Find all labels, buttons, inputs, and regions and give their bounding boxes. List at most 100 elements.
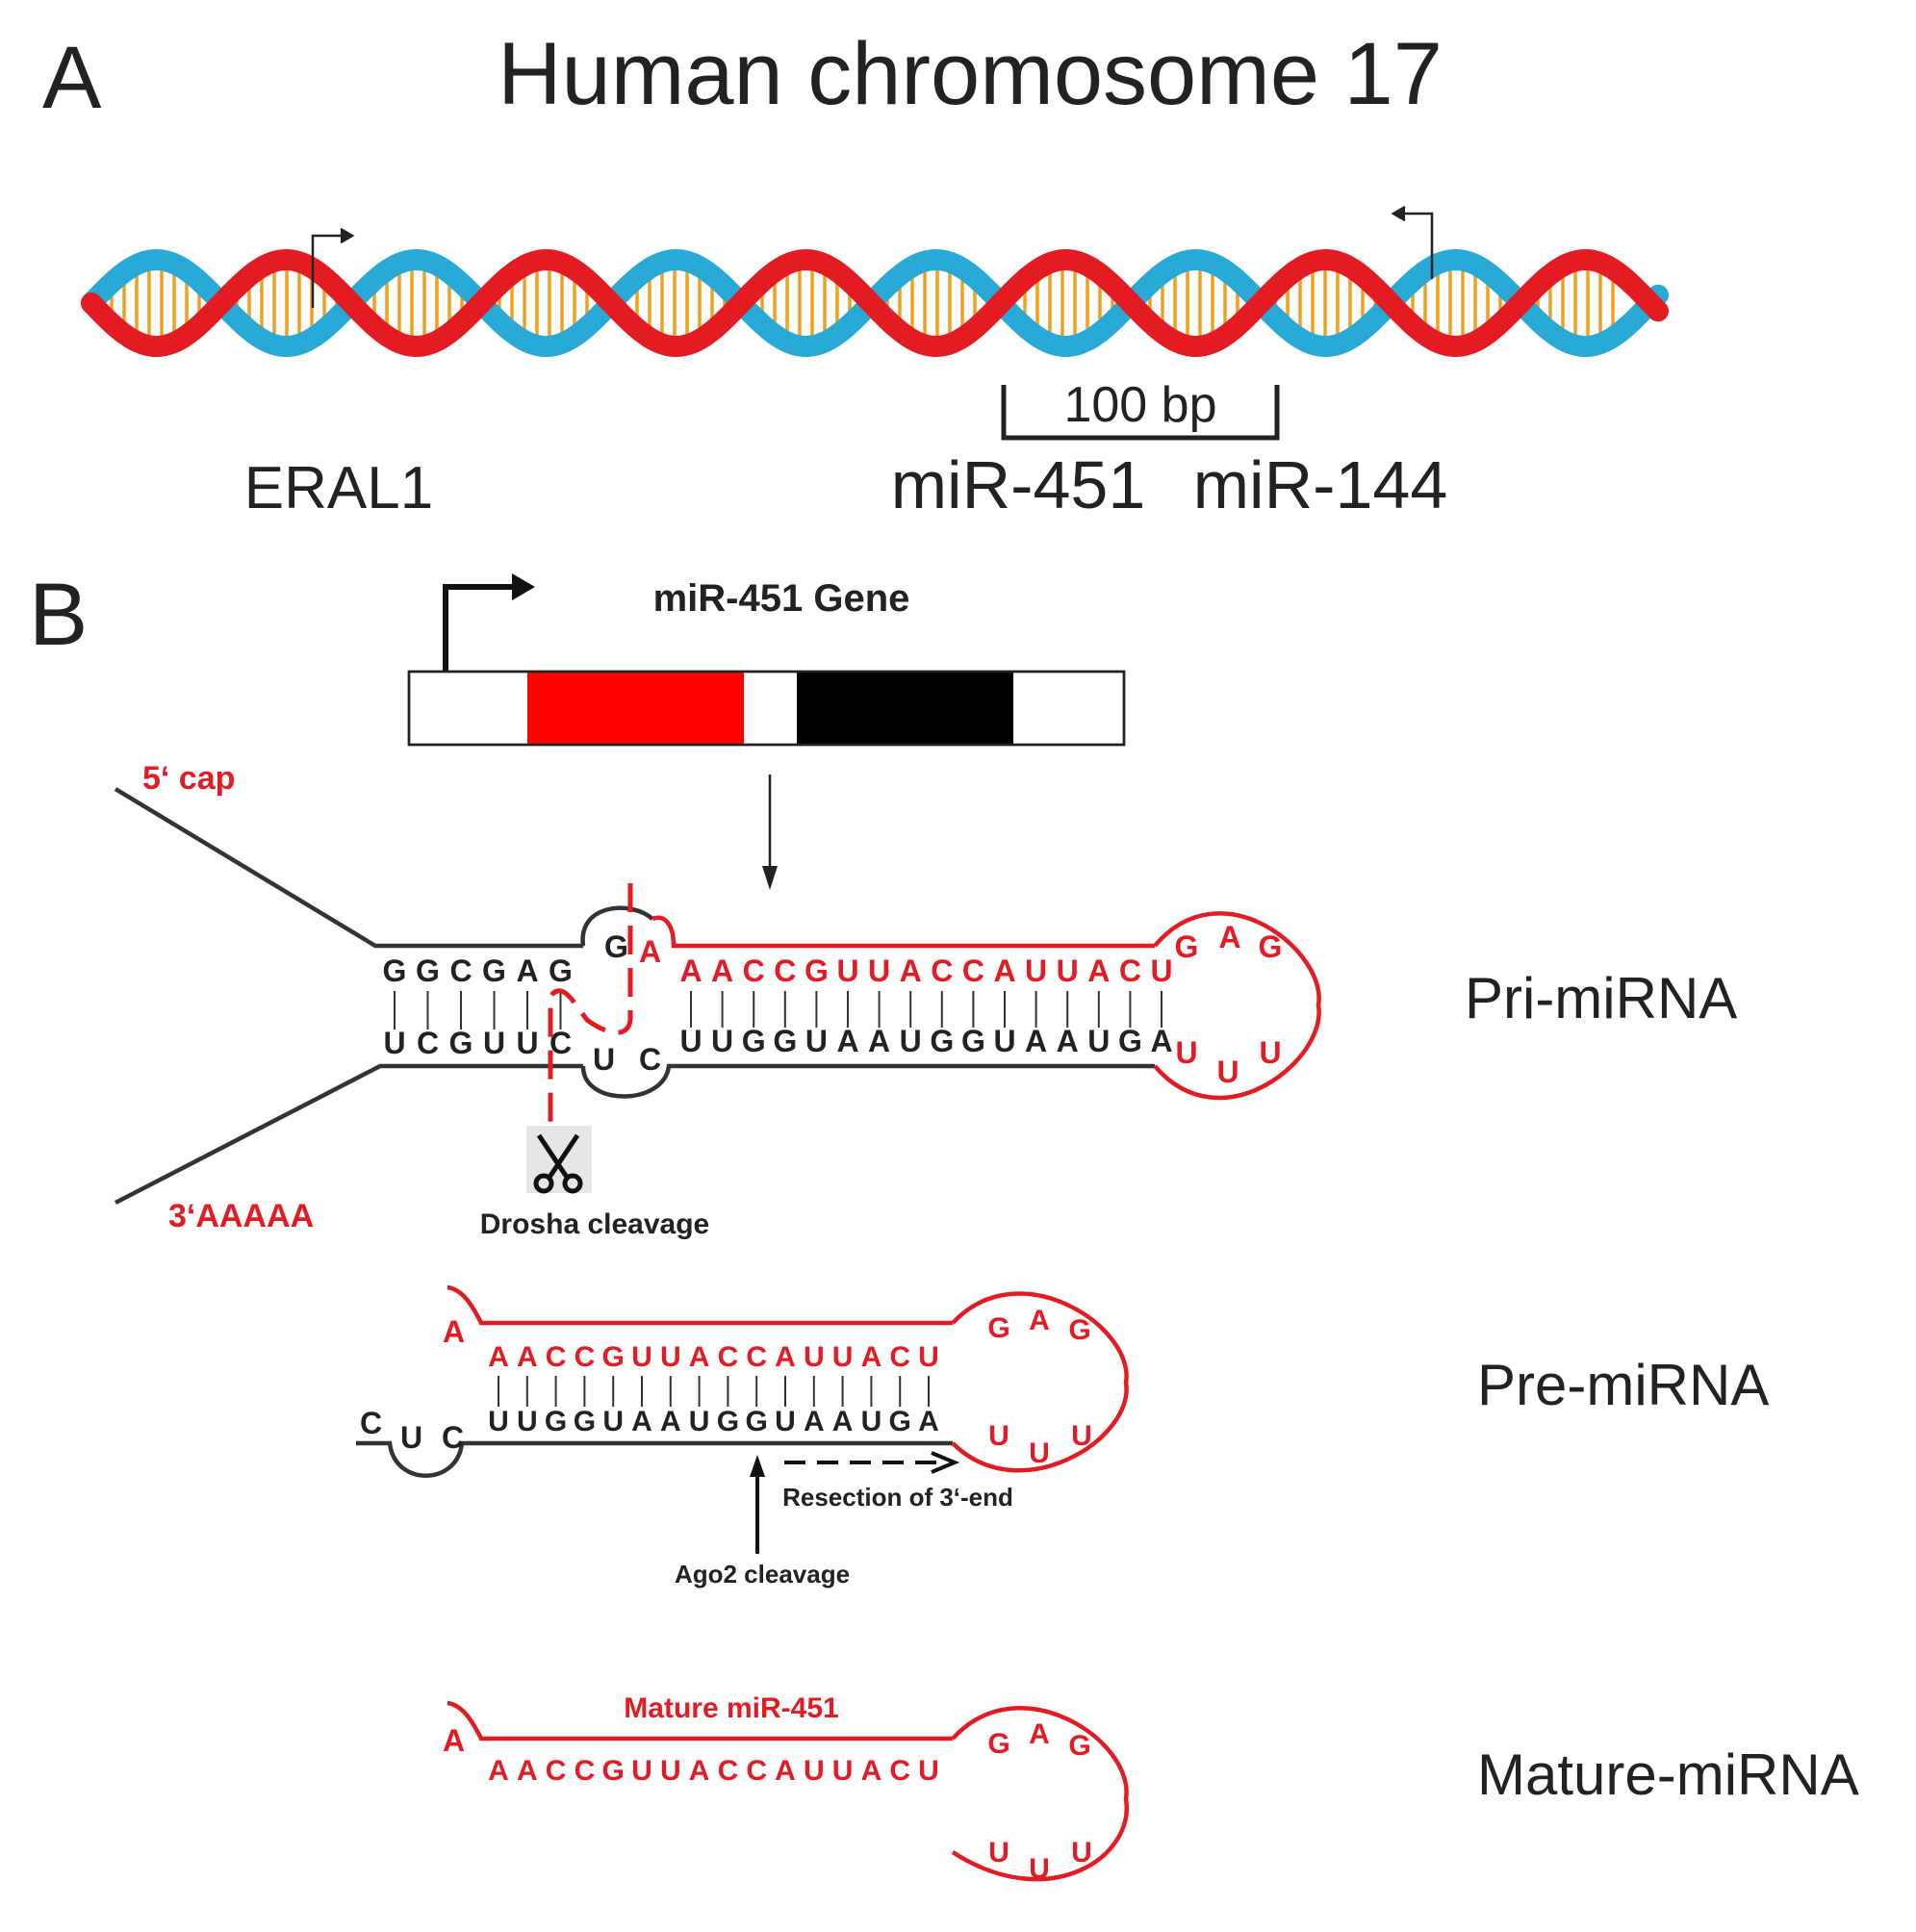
pri-top-red-base: U <box>1057 953 1079 988</box>
mature-base: G <box>602 1755 625 1787</box>
pre-top-red-base: U <box>660 1341 681 1373</box>
pri-loop-base: A <box>1218 920 1240 954</box>
pri-bottom-base: G <box>742 1024 766 1058</box>
mature-base: C <box>718 1755 739 1787</box>
polya-label: 3‘AAAAA <box>168 1198 314 1234</box>
panel-a-label: A <box>42 29 102 127</box>
pri-top-base: G <box>383 953 407 988</box>
pri-red-start: A <box>639 934 661 969</box>
reverse-transcription-arrow-icon <box>1391 205 1434 279</box>
transcription-arrow-icon <box>443 573 535 674</box>
ago2-arrow <box>750 1455 765 1554</box>
pri-mirna-structure <box>114 787 1321 1205</box>
pre-top-red-base: A <box>861 1341 882 1373</box>
pri-bottom-base: G <box>930 1024 954 1058</box>
pre-top-red-base: U <box>832 1341 854 1373</box>
drosha-label: Drosha cleavage <box>480 1208 709 1240</box>
pri-bottom-base: U <box>993 1024 1015 1058</box>
pre-bottom-base: A <box>660 1406 681 1437</box>
processing-arrow <box>762 775 778 890</box>
pre-loop-base: G <box>987 1312 1009 1344</box>
mature-overhang: A <box>443 1723 465 1758</box>
pre-top-red-base: A <box>488 1341 509 1373</box>
chromosome-title: Human chromosome 17 <box>498 25 1443 123</box>
pri-top-red-base: G <box>805 953 829 988</box>
pri-loop-base: G <box>1175 929 1199 964</box>
pre-loop-base: U <box>988 1420 1009 1452</box>
scale-bracket <box>1001 385 1280 441</box>
mature-loop-base: U <box>1029 1853 1050 1885</box>
pri-bottom-base: G <box>449 1026 473 1060</box>
pri-bottom-base: U <box>805 1024 828 1058</box>
mature-base: U <box>804 1755 825 1787</box>
pre-bulge-u: U <box>400 1420 422 1455</box>
mature-base: A <box>689 1755 710 1787</box>
pre-top-red-base: C <box>546 1341 567 1373</box>
pre-bottom-base: U <box>861 1406 882 1437</box>
pre-bottom-base: A <box>918 1406 939 1437</box>
pre-top-red-base: C <box>575 1341 596 1373</box>
ago2-label: Ago2 cleavage <box>675 1560 850 1589</box>
mature-loop-base: U <box>1071 1837 1092 1868</box>
pri-top-base: G <box>482 953 506 988</box>
pre-bulge-c1: C <box>360 1406 382 1440</box>
pri-top-red-base: U <box>836 953 858 988</box>
pri-bottom-base: G <box>773 1024 797 1058</box>
dna-strand-red <box>81 248 1669 358</box>
pre-loop-base: G <box>1068 1314 1090 1346</box>
pre-bottom-base: G <box>746 1406 768 1437</box>
pre-bottom-base: G <box>545 1406 567 1437</box>
resection-label: Resection of 3‘-end <box>782 1483 1013 1512</box>
pre-bottom-base: A <box>631 1406 652 1437</box>
mature-base: A <box>861 1755 882 1787</box>
pri-bottom-base: A <box>868 1024 890 1058</box>
pri-top-red-base: A <box>711 953 733 988</box>
gene-label-mir451: miR-451 <box>891 447 1146 522</box>
mature-base: A <box>517 1755 538 1787</box>
pre-top-red-base: U <box>631 1341 652 1373</box>
gene-title: miR-451 Gene <box>653 577 910 620</box>
pri-top-base: C <box>449 953 472 988</box>
pri-bottom-base: A <box>1150 1024 1172 1058</box>
mature-base: U <box>832 1755 854 1787</box>
pri-top-red-base: A <box>900 953 922 988</box>
pri-bottom-base: G <box>1118 1024 1142 1058</box>
pre-bottom-base: A <box>804 1406 825 1437</box>
mature-stage-label: Mature-miRNA <box>1477 1742 1859 1807</box>
pre-loop-base: U <box>1071 1420 1092 1452</box>
pri-bulge-bottom-u: U <box>593 1042 615 1077</box>
pri-top-red-base: A <box>679 953 702 988</box>
pre-stage-label: Pre-miRNA <box>1477 1353 1769 1417</box>
mature-base: C <box>575 1755 596 1787</box>
drosha-cut-line <box>548 883 633 1126</box>
mature-base: A <box>488 1755 509 1787</box>
pri-bottom-base: U <box>483 1026 505 1060</box>
pri-top-red-base: C <box>774 953 796 988</box>
mature-base: A <box>775 1755 796 1787</box>
pre-bottom-base: U <box>488 1406 509 1437</box>
pre-bottom-base: U <box>602 1406 624 1437</box>
pre-top-red-base: C <box>746 1341 767 1373</box>
pri-top-red-base: U <box>1025 953 1047 988</box>
pri-bottom-base: C <box>549 1026 572 1060</box>
pre-bottom-base: U <box>517 1406 538 1437</box>
pre-top-red-base: G <box>602 1341 625 1373</box>
pre-bottom-base: U <box>689 1406 710 1437</box>
pri-top-base: A <box>516 953 538 988</box>
pri-loop-base: G <box>1259 929 1283 964</box>
pre-bottom-base: G <box>717 1406 739 1437</box>
pri-bottom-base: G <box>961 1024 985 1058</box>
pri-bottom-base: U <box>900 1024 922 1058</box>
pre-bottom-base: A <box>832 1406 854 1437</box>
mature-base: U <box>631 1755 652 1787</box>
pri-bottom-base: A <box>836 1024 858 1058</box>
pri-bulge-bottom-c: C <box>639 1042 661 1077</box>
pri-loop-base: U <box>1175 1035 1197 1070</box>
pri-bottom-base: A <box>1025 1024 1047 1058</box>
mature-loop-base: G <box>1068 1730 1090 1762</box>
pri-bulge-g: G <box>604 929 628 964</box>
pri-top-red-base: U <box>868 953 890 988</box>
pre-top-red-base: U <box>918 1341 939 1373</box>
